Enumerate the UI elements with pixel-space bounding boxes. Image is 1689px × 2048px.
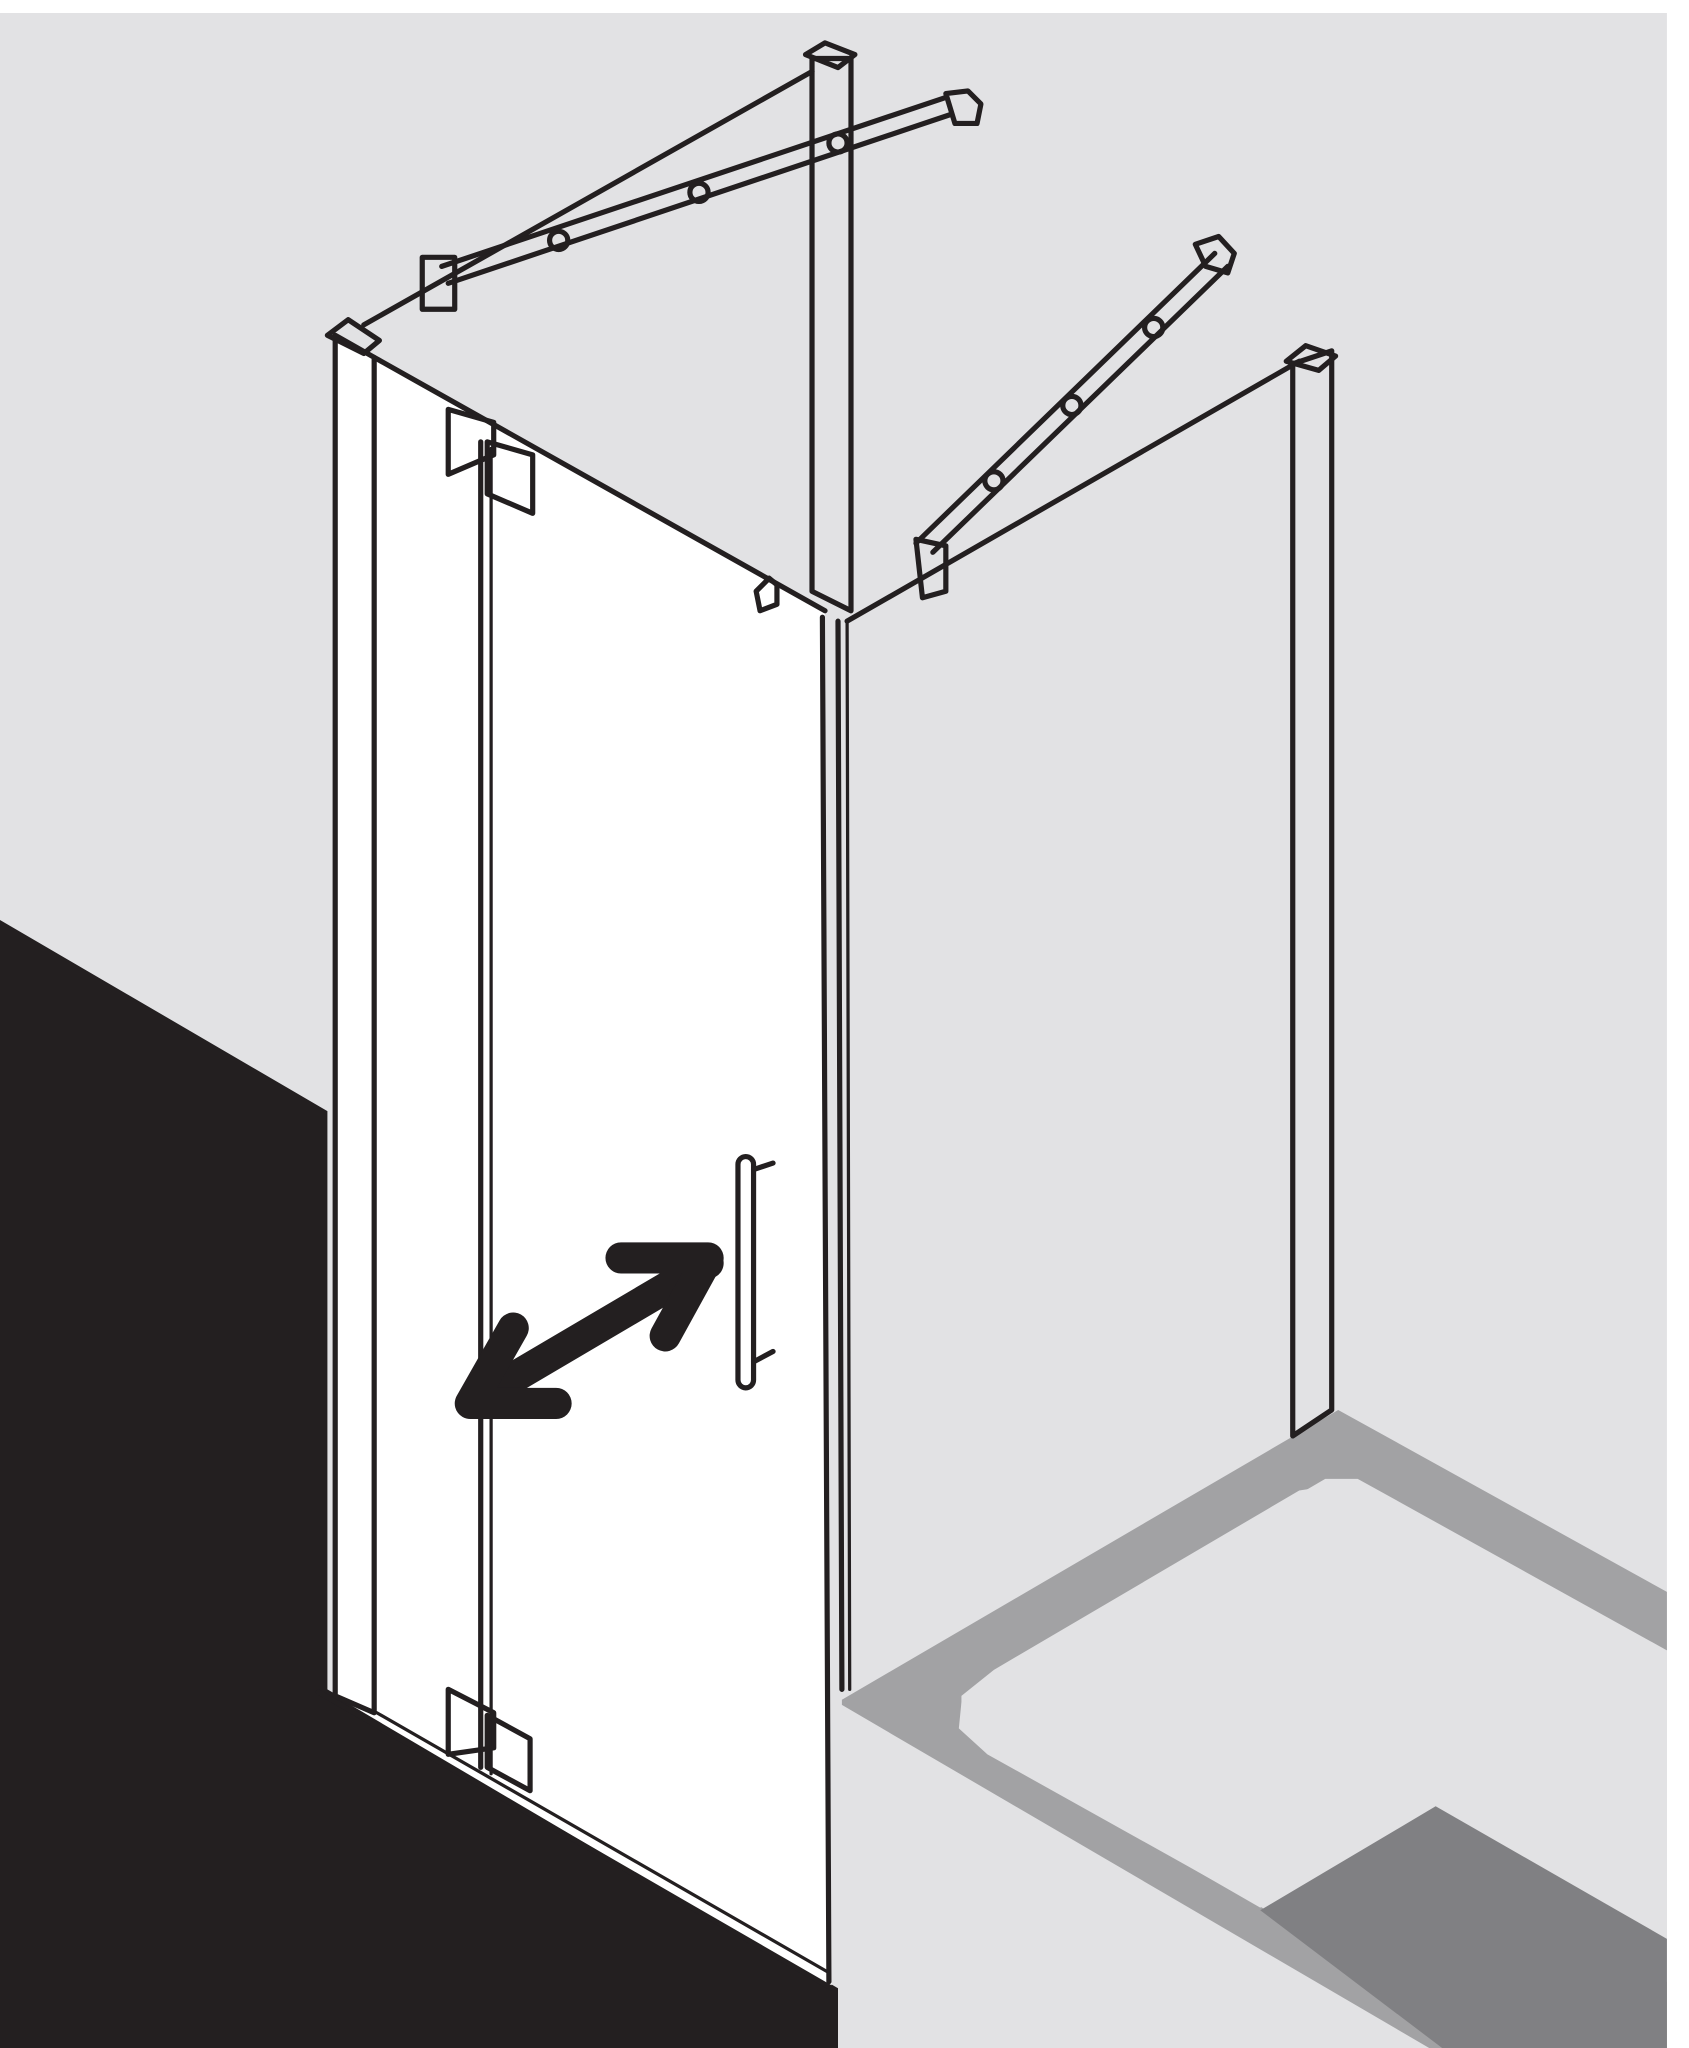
hinge-icon xyxy=(445,1686,533,1794)
right-profile-cap xyxy=(1283,343,1339,373)
stabilizer-bar xyxy=(913,233,1237,601)
corner-profile xyxy=(835,618,845,1692)
hinge-icon xyxy=(445,406,536,516)
back-top-edge xyxy=(361,68,815,328)
floor xyxy=(0,920,910,2048)
right-wall-profile xyxy=(1290,348,1335,1439)
door-handle-icon xyxy=(735,1153,776,1391)
tray-shadow xyxy=(1260,1806,1667,2048)
double-arrow-icon xyxy=(454,1242,724,1420)
tray-basin xyxy=(961,1481,1667,1937)
corner-profile-2 xyxy=(845,619,852,1691)
stabilizer-bar xyxy=(419,88,984,312)
top-clamp-icon xyxy=(753,575,780,614)
left-profile-cap xyxy=(324,317,382,357)
back-post xyxy=(809,55,854,614)
front-top-edge xyxy=(371,354,828,614)
door-closing-edge xyxy=(819,614,832,1985)
back-post-cap xyxy=(802,40,858,71)
front-glass xyxy=(335,335,832,1989)
front-bottom-edge xyxy=(315,1689,835,1991)
